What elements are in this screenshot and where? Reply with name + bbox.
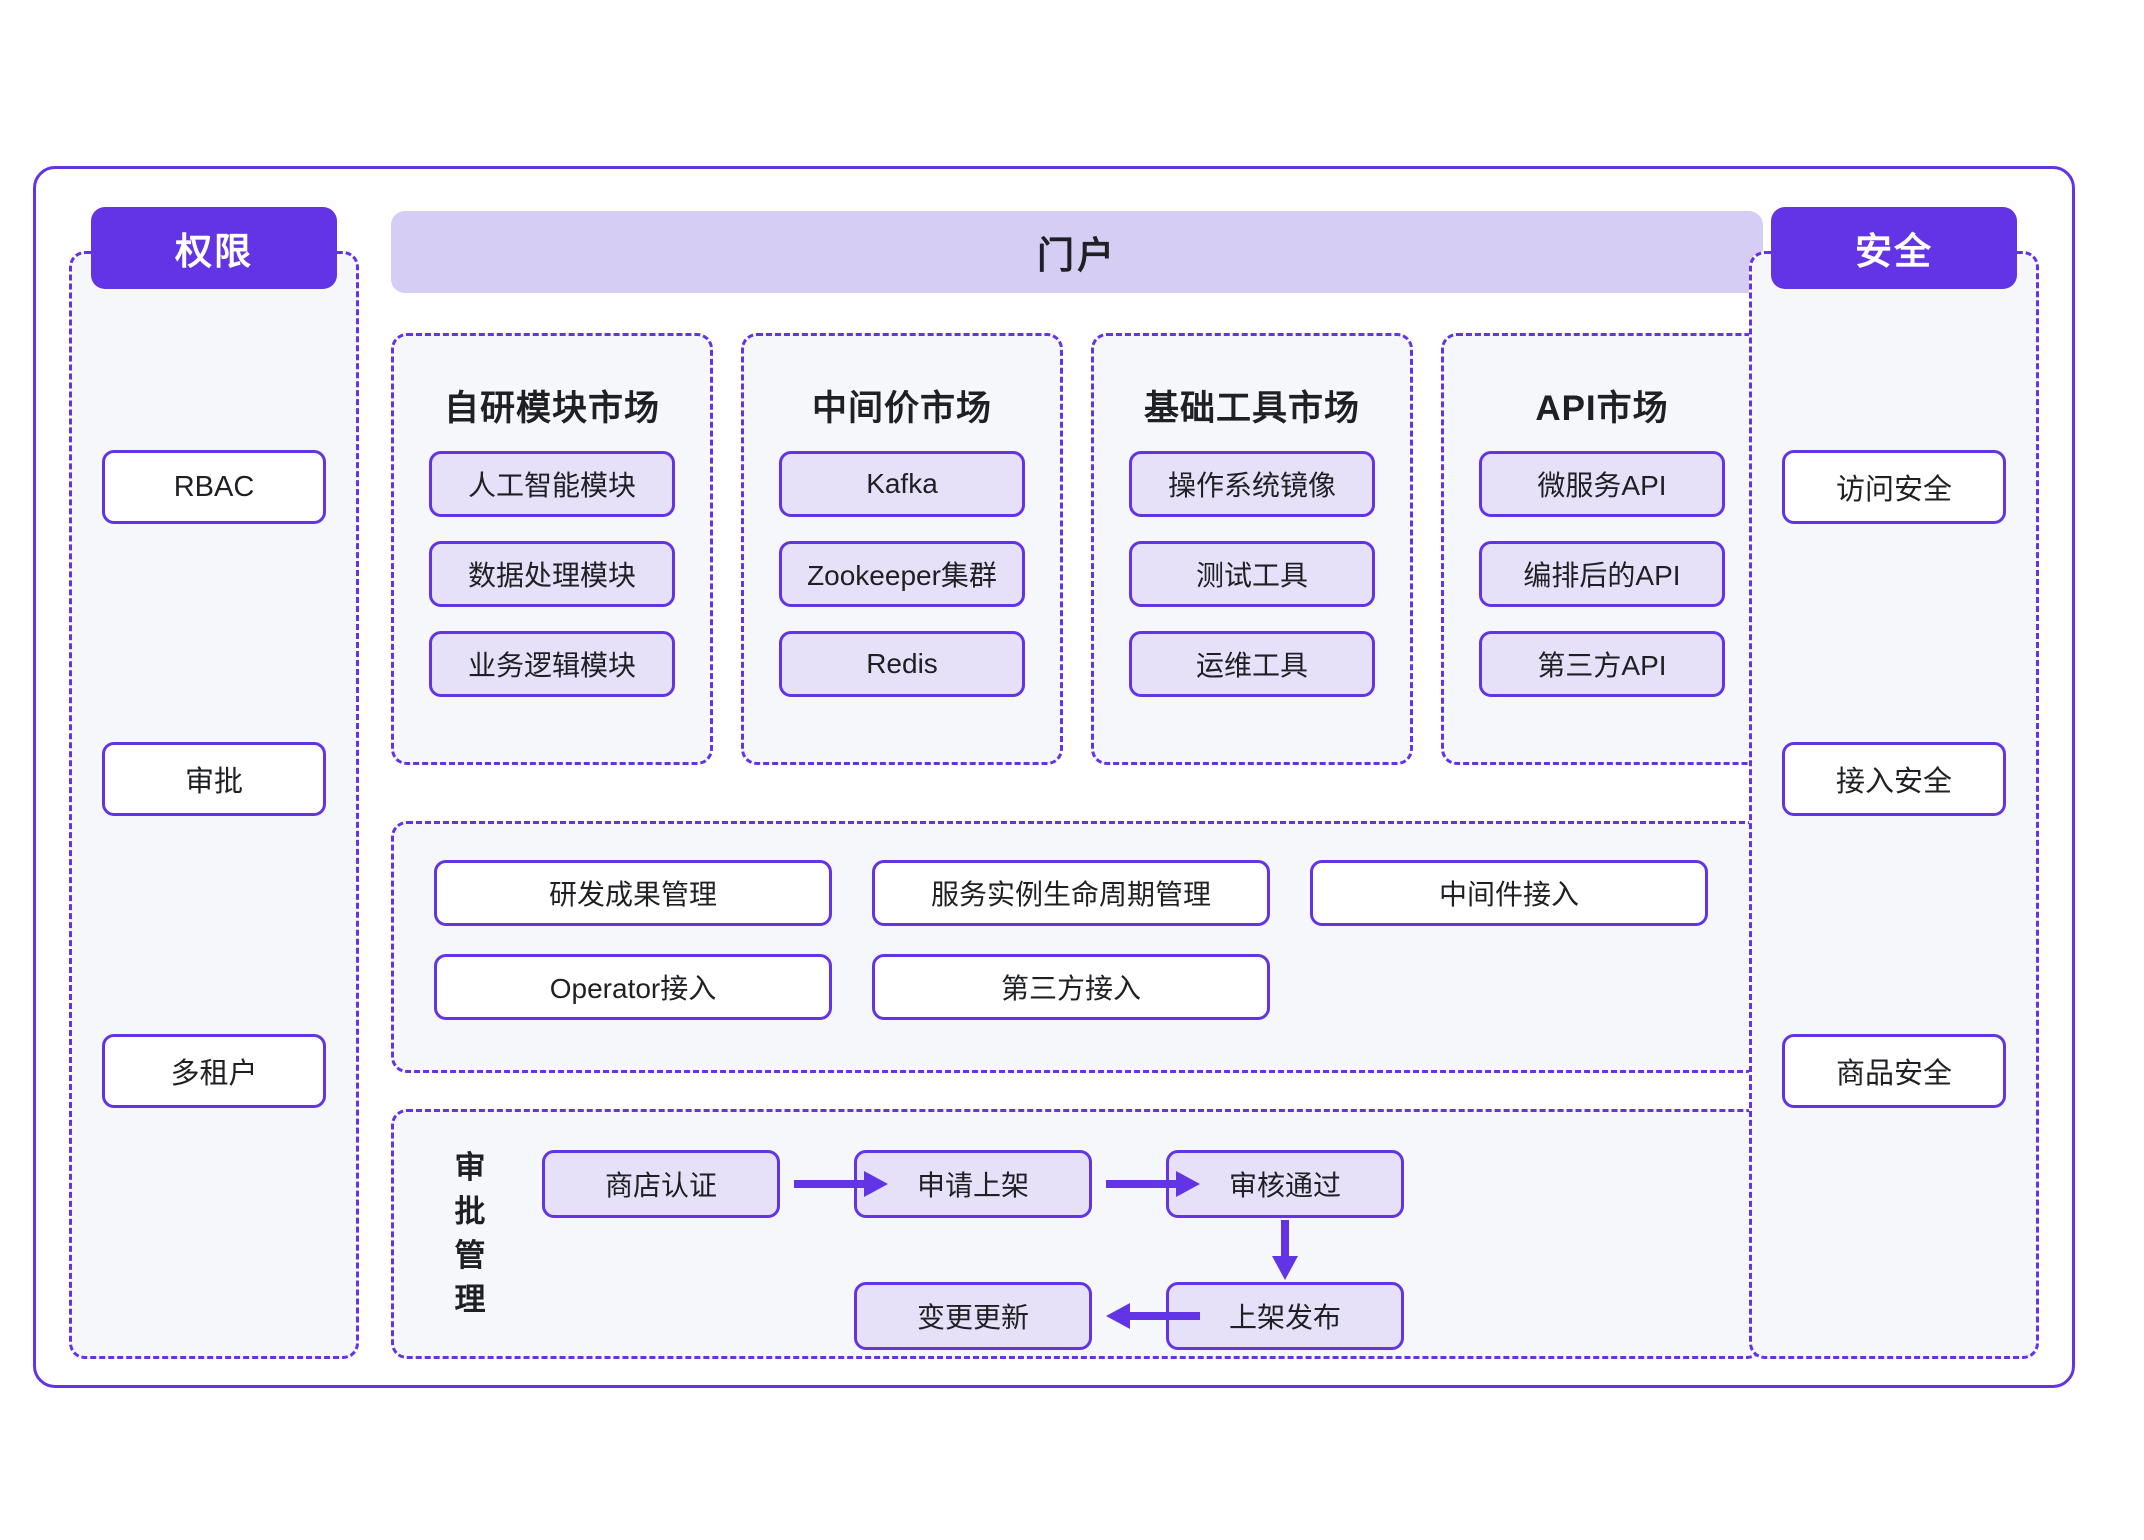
approval-management-band: 审批管理 商店认证 申请上架 审核通过 上架发布 变更更新 [391,1109,1763,1359]
marketplace-card-base-tools: 基础工具市场 操作系统镜像 测试工具 运维工具 [1091,333,1413,765]
marketplace-item[interactable]: 微服务API [1479,451,1725,517]
permission-item-rbac[interactable]: RBAC [102,450,326,524]
capability-box[interactable]: 中间件接入 [1310,860,1708,926]
capability-box[interactable]: Operator接入 [434,954,832,1020]
marketplace-item[interactable]: 运维工具 [1129,631,1375,697]
marketplace-item[interactable]: 测试工具 [1129,541,1375,607]
flow-node-publish[interactable]: 上架发布 [1166,1282,1404,1350]
security-item-product[interactable]: 商品安全 [1782,1034,2006,1108]
marketplace-title: 中间价市场 [811,389,992,428]
capability-box[interactable]: 研发成果管理 [434,860,832,926]
permission-item-multitenancy[interactable]: 多租户 [102,1034,326,1108]
approval-management-label: 审批管理 [454,1150,486,1318]
arrow-right-icon [1106,1171,1200,1197]
flow-node-change-update[interactable]: 变更更新 [854,1282,1092,1350]
marketplace-item[interactable]: 数据处理模块 [429,541,675,607]
marketplace-item[interactable]: 操作系统镜像 [1129,451,1375,517]
capability-box[interactable]: 服务实例生命周期管理 [872,860,1270,926]
marketplace-title: 基础工具市场 [1143,389,1360,428]
security-column: 安全 访问安全 接入安全 商品安全 [1749,207,2039,1359]
capability-row-1: 研发成果管理 服务实例生命周期管理 中间件接入 [434,860,1720,926]
security-item-integration[interactable]: 接入安全 [1782,742,2006,816]
portal-header: 门户 [391,211,1763,293]
flow-node-store-certification[interactable]: 商店认证 [542,1150,780,1218]
center-column: 门户 自研模块市场 人工智能模块 数据处理模块 业务逻辑模块 中间价市场 Kaf… [391,211,1763,1359]
permission-column-badge: 权限 [91,207,337,289]
permission-column: 权限 RBAC 审批 多租户 [69,207,359,1359]
capability-row-2: Operator接入 第三方接入 [434,954,1720,1020]
capability-box[interactable]: 第三方接入 [872,954,1270,1020]
marketplace-card-api: API市场 微服务API 编排后的API 第三方API [1441,333,1763,765]
security-column-badge: 安全 [1771,207,2017,289]
marketplace-item[interactable]: Kafka [779,451,1025,517]
arrow-down-icon [1272,1220,1298,1280]
security-item-access[interactable]: 访问安全 [1782,450,2006,524]
flow-node-apply-listing[interactable]: 申请上架 [854,1150,1092,1218]
flow-node-review-passed[interactable]: 审核通过 [1166,1150,1404,1218]
marketplace-card-middleware: 中间价市场 Kafka Zookeeper集群 Redis [741,333,1063,765]
marketplace-item[interactable]: 编排后的API [1479,541,1725,607]
architecture-diagram-frame: 权限 RBAC 审批 多租户 门户 自研模块市场 人工智能模块 数据处理模块 业… [33,166,2075,1388]
marketplace-item[interactable]: 人工智能模块 [429,451,675,517]
marketplace-title: 自研模块市场 [443,389,660,428]
marketplace-item[interactable]: 第三方API [1479,631,1725,697]
marketplace-item[interactable]: Zookeeper集群 [779,541,1025,607]
permission-item-approval[interactable]: 审批 [102,742,326,816]
arrow-left-icon [1106,1303,1200,1329]
marketplace-card-self-developed: 自研模块市场 人工智能模块 数据处理模块 业务逻辑模块 [391,333,713,765]
capability-band: 研发成果管理 服务实例生命周期管理 中间件接入 Operator接入 第三方接入 [391,821,1763,1073]
marketplace-title: API市场 [1535,389,1669,428]
marketplace-item[interactable]: 业务逻辑模块 [429,631,675,697]
marketplace-row: 自研模块市场 人工智能模块 数据处理模块 业务逻辑模块 中间价市场 Kafka … [391,333,1763,765]
marketplace-item[interactable]: Redis [779,631,1025,697]
arrow-right-icon [794,1171,888,1197]
